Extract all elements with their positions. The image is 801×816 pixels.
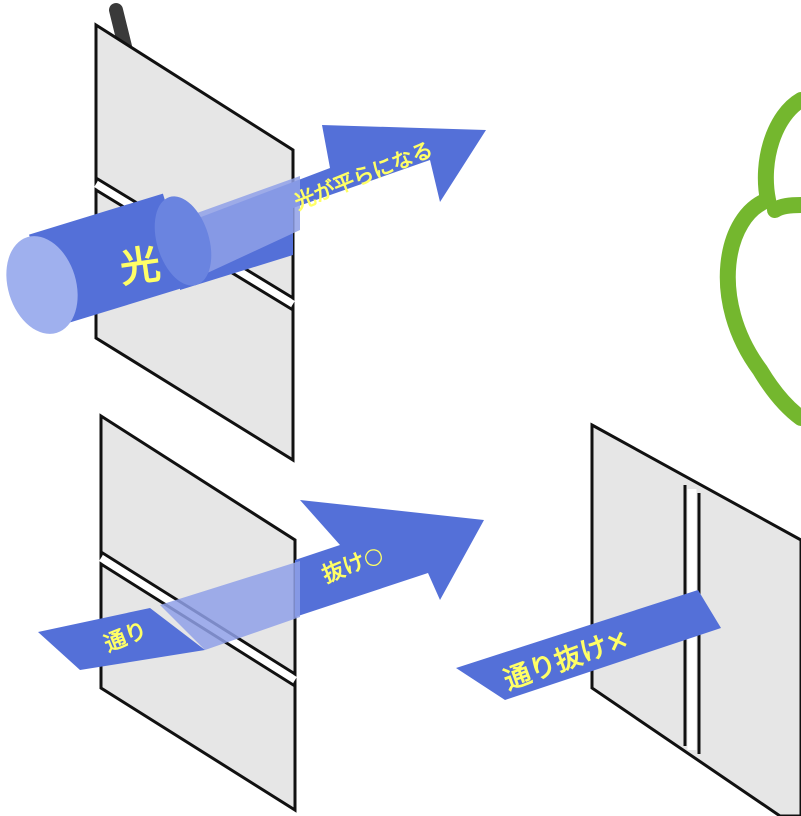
blocked-light-band (456, 590, 721, 700)
passing-light-arrow (295, 500, 484, 617)
passing-light-front (38, 608, 205, 670)
light-label: 光 (117, 241, 163, 292)
cloud-outline-inner (767, 197, 801, 218)
top-polarizer-group: 光 光が平らになる (6, 3, 486, 463)
bottom-right-polarizer-group: 通り抜け× (456, 422, 801, 816)
cylinder-end (6, 236, 78, 334)
cloud-outline-icon (719, 92, 801, 426)
light-cylinder (6, 193, 212, 334)
bottom-left-polarizer-group: 通り 抜け○ (38, 413, 484, 813)
passing-light-through-panel (160, 561, 300, 650)
